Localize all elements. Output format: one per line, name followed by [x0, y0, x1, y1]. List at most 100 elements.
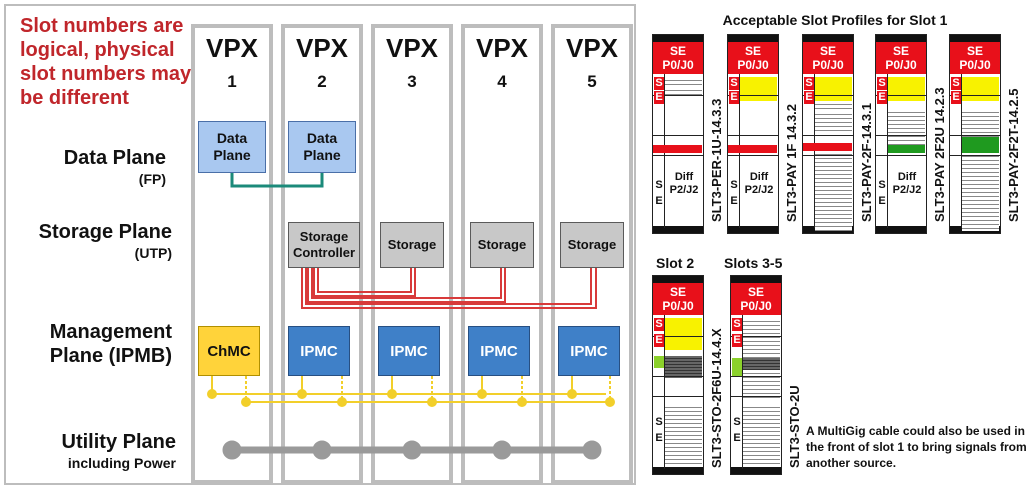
card-band — [743, 404, 780, 464]
card-top-cap — [728, 35, 778, 42]
diff-p2-label: Diff P2/J2 — [669, 171, 699, 196]
card-bottom-cap — [731, 467, 781, 474]
card-rule — [876, 155, 926, 156]
card-top-cap — [653, 276, 703, 283]
card-band — [665, 356, 702, 378]
se-letter: S — [729, 77, 739, 90]
card-band — [815, 101, 852, 111]
vpx-slot-frame-1 — [191, 24, 273, 484]
card-rule — [653, 336, 703, 337]
card-band — [740, 77, 777, 89]
management-plane-label: Management Plane (IPMB) — [16, 320, 172, 368]
ipmb-bus — [207, 376, 615, 407]
ipmc-box-slot4: IPMC — [468, 326, 530, 376]
card-bottom-cap — [876, 226, 926, 233]
card-rule — [728, 95, 778, 96]
se-letter: E — [877, 91, 887, 104]
plane-subtitle: (FP) — [138, 171, 166, 187]
card-band — [815, 77, 852, 89]
storage-box-slot4: Storage — [470, 222, 534, 268]
card-rule — [653, 396, 703, 397]
se-letter: S — [877, 77, 887, 90]
data-plane-label: Data Plane (FP) — [16, 146, 166, 188]
card-rule — [950, 135, 1000, 136]
se-letter: S — [733, 416, 741, 428]
card-rule — [653, 155, 703, 156]
se-letter: S — [951, 77, 961, 90]
card-rule — [731, 336, 781, 337]
data-plane-box-slot2: Data Plane — [288, 121, 356, 173]
vpx-title-5: VPX — [565, 33, 619, 63]
card-band — [653, 145, 702, 153]
se-letter: S — [655, 179, 663, 191]
slot-number-1: 1 — [227, 72, 237, 91]
card-top-cap — [876, 35, 926, 42]
card-rule — [728, 155, 778, 156]
card-bottom-cap — [653, 467, 703, 474]
plane-title: Management Plane (IPMB) — [49, 321, 172, 367]
storage-plane-label: Storage Plane (UTP) — [16, 220, 172, 262]
card-rule — [876, 135, 926, 136]
card-rule — [950, 155, 1000, 156]
vpx-title-3: VPX — [385, 33, 439, 63]
se-letter: E — [730, 195, 738, 207]
card-rule — [950, 95, 1000, 96]
card-divider — [887, 74, 888, 228]
card-band — [803, 143, 852, 151]
card-band — [665, 77, 702, 87]
card-band — [815, 151, 852, 231]
data-plane-box-slot1: Data Plane — [198, 121, 266, 173]
multigig-note: A MultiGig cable could also be used in t… — [806, 424, 1027, 470]
utility-plane-label: Utility Plane including Power — [16, 430, 176, 472]
card-band — [962, 109, 999, 137]
card-top-cap — [803, 35, 853, 42]
card-rule — [653, 376, 703, 377]
card-band — [888, 145, 925, 153]
card-top-cap — [731, 276, 781, 283]
card-band — [743, 370, 780, 400]
se-letter: E — [733, 432, 741, 444]
vpx-slot-frame-5 — [551, 24, 633, 484]
se-header: SE P0/J0 — [731, 283, 781, 315]
card-rule — [803, 95, 853, 96]
backplane-diagram: Slot numbers are logical, physical slot … — [4, 4, 636, 485]
ipmc-box-slot2: IPMC — [288, 326, 350, 376]
plane-title: Data Plane — [63, 147, 166, 169]
plane-subtitle: including Power — [67, 455, 176, 471]
storage-box-slot3: Storage — [380, 222, 444, 268]
se-header: SE P0/J0 — [803, 42, 853, 74]
card-divider — [814, 74, 815, 228]
card-band — [665, 404, 702, 464]
se-header: SE P0/J0 — [728, 42, 778, 74]
card-bottom-cap — [653, 226, 703, 233]
ipmc-box-slot3: IPMC — [378, 326, 440, 376]
vpx-slot-frames — [191, 24, 633, 484]
card-top-cap — [950, 35, 1000, 42]
se-letter: S — [878, 179, 886, 191]
card-rule — [876, 95, 926, 96]
plane-title: Utility Plane — [61, 431, 176, 453]
card-green-marker — [732, 358, 742, 376]
slot-profile-name: SLT3-PAY-2F2T-14.2.5 — [1006, 88, 1021, 222]
card-green-marker — [654, 356, 664, 368]
se-letter: E — [804, 91, 814, 104]
slot-number-4: 4 — [497, 72, 507, 91]
slot-number-2: 2 — [317, 72, 327, 91]
se-header: SE P0/J0 — [653, 42, 703, 74]
vpx-title-4: VPX — [475, 33, 529, 63]
slot-profile-name: SLT3-PAY 1F 14.3.2 — [784, 103, 799, 222]
card-band — [665, 97, 702, 137]
slot-profile-name: SLT3-PER-1U-14.3.3 — [709, 98, 724, 222]
se-letter: E — [732, 334, 742, 347]
se-letter: S — [655, 416, 663, 428]
vpx-title-2: VPX — [295, 33, 349, 63]
se-letter: S — [732, 318, 742, 331]
card-band — [665, 318, 702, 334]
card-band — [665, 334, 702, 350]
vpx-slot-frame-4 — [461, 24, 543, 484]
card-bottom-cap — [728, 226, 778, 233]
